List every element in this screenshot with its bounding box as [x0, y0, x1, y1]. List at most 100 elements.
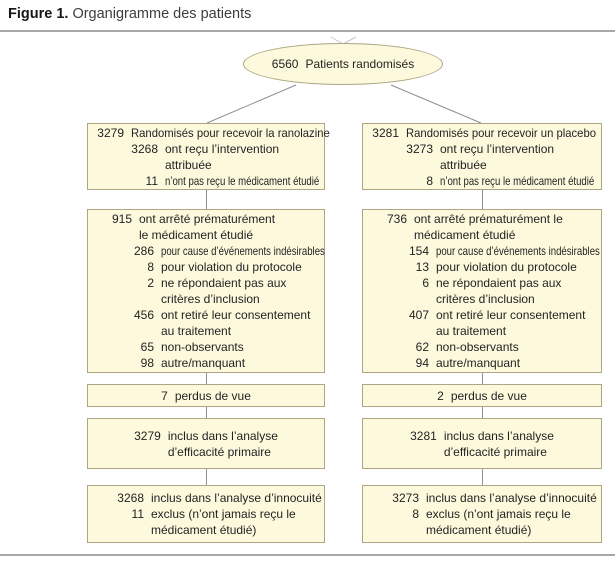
flow-line: 915 ont arrêté prématurément le médicame… [96, 211, 320, 243]
flow-line: 3273 ont reçu l’intervention attribuée [371, 141, 597, 173]
flow-line: 3268 inclus dans l’analyse d’innocuité [96, 490, 322, 506]
flow-line: 98 autre/manquant [96, 355, 320, 371]
line-text: ont arrêté prématurément le médicament é… [139, 212, 276, 242]
flow-line: 3268 ont reçu l’intervention attribuée [96, 141, 320, 173]
box-placebo-lost: 2 perdus de vue [362, 384, 602, 407]
box-ranolazine-discontinued: 915 ont arrêté prématurément le médicame… [87, 209, 325, 373]
line-number: 8 [147, 260, 154, 274]
flow-line: 11 exclus (n’ont jamais reçu le médicame… [96, 506, 320, 538]
line-number: 3279 [134, 429, 161, 443]
line-text: non-observants [436, 340, 519, 354]
line-text: Randomisés pour recevoir un placebo [406, 126, 596, 140]
line-text: inclus dans l’analyse d’efficacité prima… [167, 429, 278, 459]
line-text: ne répondaient pas aux critères d’inclus… [436, 276, 562, 306]
flow-line: 2 perdus de vue [437, 388, 527, 404]
line-number: 94 [415, 356, 429, 370]
flow-line: 6 ne répondaient pas aux critères d’incl… [371, 275, 597, 307]
flow-line: 7 perdus de vue [161, 388, 251, 404]
connector-ellipse-to-ranolazine [206, 84, 297, 124]
line-text: n’ont pas reçu le médicament étudié [440, 174, 595, 188]
line-text: pour cause d’événements indésirables [436, 244, 600, 258]
line-text: exclus (n’ont jamais reçu le médicament … [151, 507, 296, 537]
flow-line: 3281 Randomisés pour recevoir un placebo [371, 125, 597, 141]
line-text: ont reçu l’intervention attribuée [440, 142, 555, 172]
line-text: Patients randomisés [305, 57, 415, 71]
line-number: 286 [133, 244, 154, 258]
box-ranolazine-safety: 3268 inclus dans l’analyse d’innocuité 1… [87, 485, 325, 543]
line-text: ont retiré leur consentement au traiteme… [436, 308, 586, 338]
line-number: 3281 [372, 126, 399, 140]
line-number: 13 [415, 260, 429, 274]
flow-line: 94 autre/manquant [371, 355, 597, 371]
line-text: perdus de vue [450, 388, 527, 403]
line-number: 11 [145, 174, 158, 188]
line-text: ont retiré leur consentement au traiteme… [161, 308, 311, 338]
flow-line: 286 pour cause d’événements indésirables [96, 243, 325, 259]
line-number: 8 [426, 174, 433, 188]
line-number: 98 [140, 356, 154, 370]
line-number: 2 [437, 388, 444, 403]
box-placebo-discontinued: 736 ont arrêté prématurément le médicame… [362, 209, 602, 373]
line-text: n’ont pas reçu le médicament étudié [165, 174, 320, 188]
flow-line: 456 ont retiré leur consentement au trai… [96, 307, 320, 339]
randomized-ellipse: 6560 Patients randomisés [243, 43, 443, 85]
flow-line: 11 n’ont pas reçu le médicament étudié [96, 173, 320, 189]
line-text: inclus dans l’analyse d’innocuité [426, 491, 597, 505]
line-number: 7 [161, 388, 168, 403]
line-number: 8 [412, 507, 419, 521]
flow-line: 8 n’ont pas reçu le médicament étudié [371, 173, 597, 189]
flow-line: 407 ont retiré leur consentement au trai… [371, 307, 597, 339]
figure-title-text: Organigramme des patients [72, 6, 252, 22]
line-number: 2 [147, 276, 154, 290]
line-text: ont arrêté prématurément le médicament é… [414, 212, 563, 242]
box-ranolazine-efficacy: 3279 inclus dans l’analyse d’efficacité … [87, 418, 325, 469]
line-number: 6560 [271, 57, 299, 71]
line-number: 11 [131, 507, 144, 521]
line-number: 3279 [97, 126, 124, 140]
line-text: pour violation du protocole [436, 260, 577, 274]
line-text: Randomisés pour recevoir la ranolazine [131, 126, 330, 140]
flow-line: 8 exclus (n’ont jamais reçu le médicamen… [371, 506, 597, 538]
flow-line: 65 non-observants [96, 339, 320, 355]
line-text: perdus de vue [174, 388, 251, 403]
figure-caption: Figure 1.Organigramme des patients [8, 6, 251, 22]
line-number: 3281 [410, 429, 437, 443]
line-number: 3268 [131, 142, 158, 156]
flow-line: 3273 inclus dans l’analyse d’innocuité [371, 490, 597, 506]
flow-line: 2 ne répondaient pas aux critères d’incl… [96, 275, 320, 307]
line-text: ont reçu l’intervention attribuée [165, 142, 280, 172]
flow-line: 3279 inclus dans l’analyse d’efficacité … [134, 428, 278, 460]
line-number: 736 [386, 212, 407, 226]
line-text: inclus dans l’analyse d’efficacité prima… [443, 429, 554, 459]
line-text: exclus (n’ont jamais reçu le médicament … [426, 507, 571, 537]
flow-line: 13 pour violation du protocole [371, 259, 597, 275]
box-ranolazine-lost: 7 perdus de vue [87, 384, 325, 407]
line-number: 65 [140, 340, 154, 354]
connector-ellipse-to-placebo [390, 84, 482, 124]
line-number: 456 [133, 308, 154, 322]
top-rule [0, 30, 615, 32]
line-text: pour violation du protocole [161, 260, 302, 274]
line-number: 915 [111, 212, 132, 226]
line-number: 62 [415, 340, 429, 354]
line-text: autre/manquant [161, 356, 246, 370]
flow-line: 154 pour cause d’événements indésirables [371, 243, 600, 259]
line-text: inclus dans l’analyse d’innocuité [151, 491, 322, 505]
flow-line: 62 non-observants [371, 339, 597, 355]
box-placebo-safety: 3273 inclus dans l’analyse d’innocuité 8… [362, 485, 602, 543]
box-placebo-allocation: 3281 Randomisés pour recevoir un placebo… [362, 123, 602, 190]
line-text: non-observants [161, 340, 244, 354]
line-text: ne répondaient pas aux critères d’inclus… [161, 276, 287, 306]
line-number: 3273 [392, 491, 419, 505]
line-number: 154 [408, 244, 429, 258]
line-number: 6 [422, 276, 429, 290]
line-text: autre/manquant [436, 356, 521, 370]
box-ranolazine-allocation: 3279 Randomisés pour recevoir la ranolaz… [87, 123, 330, 190]
bottom-rule [0, 554, 615, 556]
line-number: 3268 [117, 491, 144, 505]
flow-line: 3281 inclus dans l’analyse d’efficacité … [410, 428, 554, 460]
line-number: 3273 [406, 142, 433, 156]
flow-line: 8 pour violation du protocole [96, 259, 320, 275]
